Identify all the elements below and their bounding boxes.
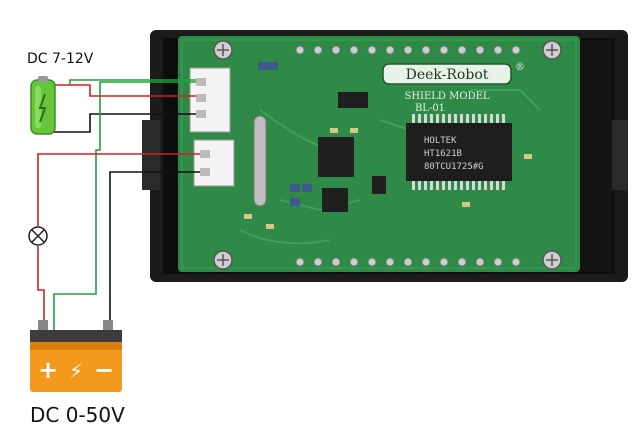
pcb-board: Deek-Robot ® SHIELD MODEL BL-01 HOLTEK <box>178 36 580 272</box>
power-connector <box>189 67 231 133</box>
chip-line3: 80TCU1725#G <box>424 162 484 172</box>
wire-red-signal <box>37 153 200 226</box>
supply-battery-icon <box>30 76 56 135</box>
registered-mark: ® <box>515 62 525 73</box>
battery-plus: + <box>38 356 58 384</box>
model-line1: SHIELD MODEL <box>404 91 489 102</box>
battery-bolt: ⚡ <box>69 359 83 383</box>
chip-line2: HT1621B <box>424 149 462 159</box>
battery-minus: − <box>94 356 114 384</box>
model-line2: BL-01 <box>415 103 445 114</box>
transistor <box>372 176 386 194</box>
wire-red-load <box>37 246 45 332</box>
lamp-icon <box>28 226 48 246</box>
transistor <box>338 92 368 108</box>
wire-green-supply <box>69 79 196 85</box>
supply-voltage-label: DC 7-12V <box>27 51 94 67</box>
ic-chip <box>322 188 348 212</box>
wire-red-supply <box>54 84 196 97</box>
load-voltage-label: DC 0-50V <box>30 403 125 427</box>
crystal <box>253 115 267 207</box>
load-battery-icon: + ⚡ − <box>30 320 122 392</box>
lcd-driver-chip: HOLTEK HT1621B 80TCU1725#G <box>406 114 512 190</box>
brand-box <box>382 63 512 85</box>
wire-black-signal <box>109 171 200 330</box>
wire-green-ground <box>53 81 196 332</box>
ic-chip <box>318 137 354 177</box>
brand-text: Deek-Robot <box>406 67 489 83</box>
signal-connector <box>193 139 235 187</box>
chip-line1: HOLTEK <box>424 136 457 146</box>
